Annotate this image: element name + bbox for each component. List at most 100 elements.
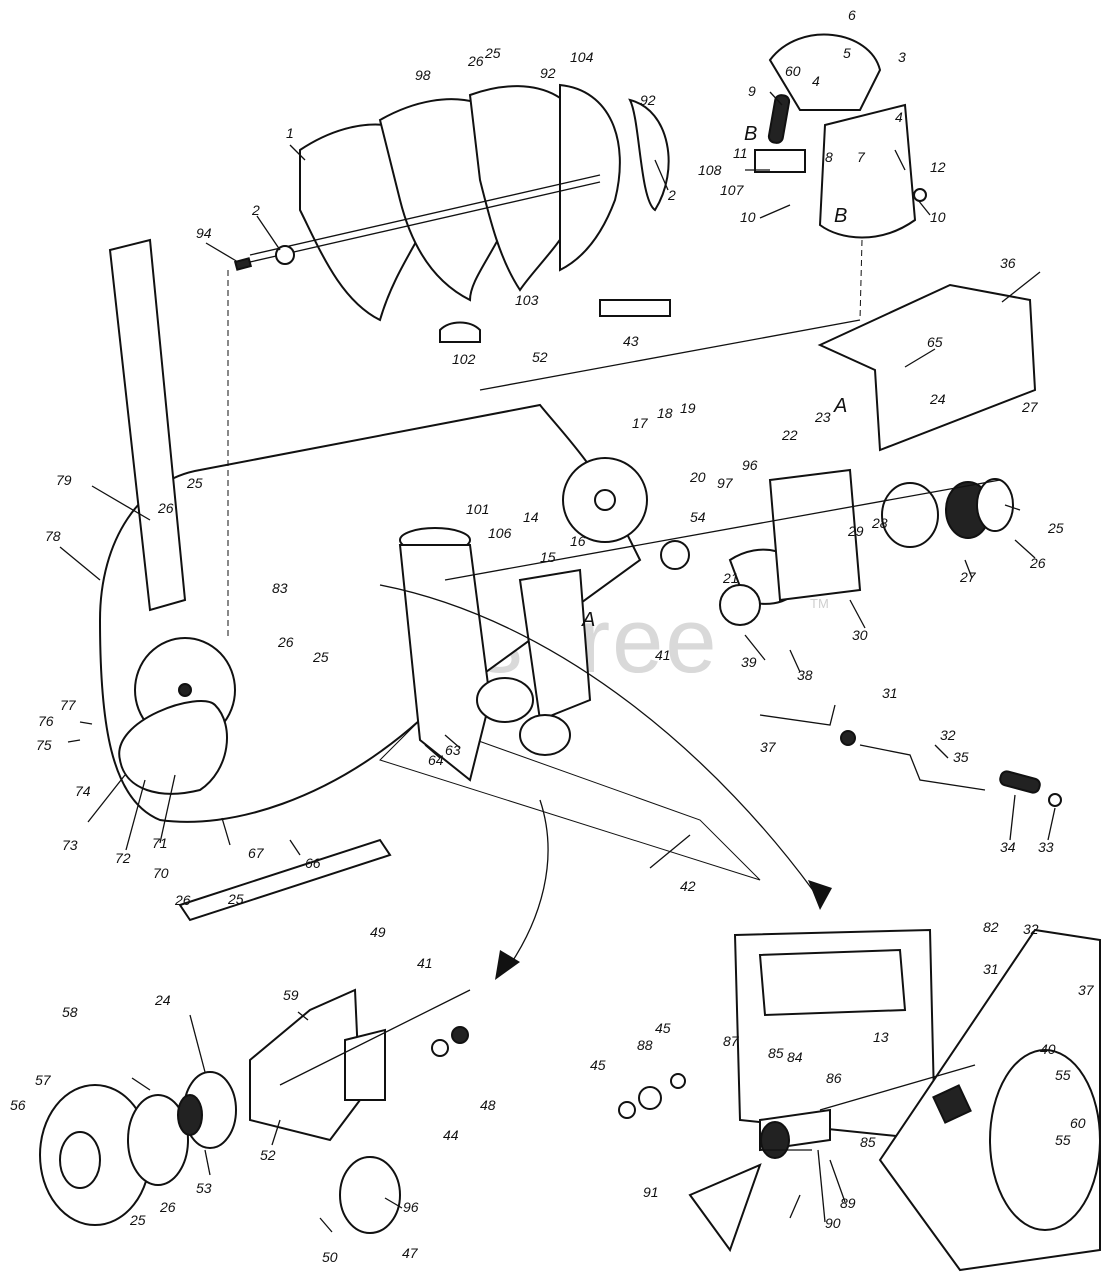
part-label-86: 86 [826,1070,842,1086]
part-label-78: 78 [45,528,61,544]
part-label-29: 29 [847,523,864,539]
part-label-20: 20 [689,469,706,485]
part-label-25f: 25 [129,1212,146,1228]
part-label-10: 10 [740,209,756,225]
part-label-75: 75 [36,737,52,753]
part-label-24: 24 [929,391,946,407]
part-label-56: 56 [10,1097,26,1113]
part-label-85b: 85 [860,1134,876,1150]
part-label-58: 58 [62,1004,78,1020]
part-label-45: 45 [590,1057,606,1073]
part-label-36: 36 [1000,255,1016,271]
part-label-44: 44 [443,1127,459,1143]
part-label-15: 15 [540,549,556,565]
part-label-13: 13 [873,1029,889,1045]
part-label-31: 31 [882,685,898,701]
impeller-pulleys [476,677,571,756]
drive-sprocket-assembly [444,457,1014,626]
part-label-41b: 41 [417,955,433,971]
part-label-26c: 26 [277,634,294,650]
part-label-50: 50 [322,1249,338,1265]
part-label-37b: 37 [1078,982,1095,998]
part-label-14: 14 [523,509,539,525]
part-label-104: 104 [570,49,594,65]
part-label-54: 54 [690,509,706,525]
part-label-26d: 26 [174,892,191,908]
part-label-52: 52 [532,349,548,365]
part-label-25e: 25 [1047,520,1064,536]
part-label-9: 9 [748,83,756,99]
part-label-107: 107 [720,182,745,198]
part-label-4b: 4 [895,109,903,125]
marker-b-upper: B [744,123,757,145]
part-label-52b: 52 [260,1147,276,1163]
part-label-53: 53 [196,1180,212,1196]
part-label-21: 21 [722,570,739,586]
section-markers: A A B B [581,123,847,631]
marker-a-lower: A [581,609,595,631]
part-label-83: 83 [272,580,288,596]
part-label-103: 103 [515,292,539,308]
part-label-25b: 25 [186,475,203,491]
part-label-63: 63 [445,742,461,758]
part-label-28: 28 [871,515,888,531]
part-label-23: 23 [814,409,831,425]
part-label-72: 72 [115,850,131,866]
part-label-102: 102 [452,351,476,367]
part-label-91: 91 [643,1184,659,1200]
part-label-26: 26 [467,53,484,69]
part-label-45b: 45 [655,1020,671,1036]
part-label-60: 60 [785,63,801,79]
detail-shift-linkage [618,928,1101,1272]
part-label-92b: 92 [640,92,656,108]
part-label-26f: 26 [159,1199,176,1215]
part-label-88: 88 [637,1037,653,1053]
part-label-8: 8 [825,149,833,165]
part-label-22: 22 [781,427,798,443]
part-label-27: 27 [1021,399,1039,415]
marker-b-lower: B [834,205,847,227]
part-label-30: 30 [852,627,868,643]
auger-assembly [233,83,671,343]
callout-arrow-left [509,799,549,966]
part-label-108: 108 [698,162,722,178]
part-label-25: 25 [484,45,501,61]
part-label-27b: 27 [959,569,977,585]
shift-rod [759,704,1062,807]
part-label-67: 67 [248,845,265,861]
part-label-60b: 60 [1070,1115,1086,1131]
part-label-79: 79 [56,472,72,488]
part-label-34: 34 [1000,839,1016,855]
part-label-2: 2 [251,202,260,218]
part-label-84: 84 [787,1049,803,1065]
part-label-66: 66 [305,855,321,871]
part-label-7: 7 [857,149,866,165]
part-label-10b: 10 [930,209,946,225]
part-label-35: 35 [953,749,969,765]
part-label-32: 32 [940,727,956,743]
leader-lines [59,91,1056,1233]
part-label-98: 98 [415,67,431,83]
part-label-94: 94 [196,225,212,241]
part-label-76: 76 [38,713,54,729]
part-label-3: 3 [898,49,906,65]
part-label-33: 33 [1038,839,1054,855]
part-label-71: 71 [152,835,168,851]
part-label-42: 42 [680,878,696,894]
part-label-89: 89 [840,1195,856,1211]
part-label-2b: 2 [667,187,676,203]
part-label-37: 37 [760,739,777,755]
part-label-49: 49 [370,924,386,940]
part-label-64: 64 [428,752,444,768]
part-label-48: 48 [480,1097,496,1113]
part-label-18: 18 [657,405,673,421]
part-label-24b: 24 [154,992,171,1008]
part-label-38: 38 [797,667,813,683]
part-label-39: 39 [741,654,757,670]
part-label-85: 85 [768,1045,784,1061]
part-label-19: 19 [680,400,696,416]
part-label-96b: 96 [403,1199,419,1215]
part-label-5: 5 [843,45,851,61]
auger-housing [98,238,761,922]
